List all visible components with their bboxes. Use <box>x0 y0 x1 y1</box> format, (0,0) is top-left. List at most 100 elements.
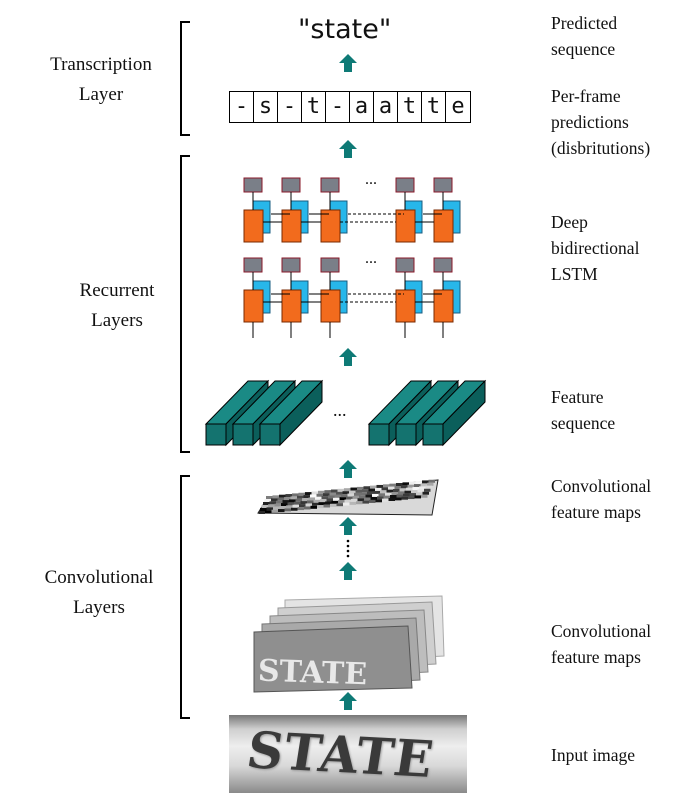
feature-block-front <box>205 423 227 446</box>
feature-map-pixel <box>390 495 397 498</box>
feature-map-pixel <box>357 486 364 490</box>
lstm-forward-cell <box>281 209 302 243</box>
feature-map-pixel <box>299 504 306 508</box>
feature-map-pixel <box>422 491 429 495</box>
feature-map-pixel <box>316 493 323 497</box>
feature-map-pixel <box>351 498 358 502</box>
feature-map-pixel <box>341 494 348 498</box>
feature-map-pixel <box>380 490 387 494</box>
feature-map-pixel <box>274 503 281 507</box>
feature-map-pixel <box>357 498 364 502</box>
flow-arrows <box>339 54 357 710</box>
feature-map-pixel <box>347 493 354 497</box>
feature-map-pixel <box>325 501 332 505</box>
input-image-word: STATE <box>243 720 438 789</box>
feature-map-pixel <box>342 491 349 495</box>
feature-map-pixel <box>349 490 356 494</box>
feature-map-pixel <box>420 483 427 487</box>
feature-map-pixel <box>407 484 414 488</box>
feature-map-pixel <box>323 504 330 508</box>
feature-map-pixel <box>258 511 265 514</box>
feature-map-pixel <box>373 490 380 494</box>
feature-map-pixel <box>359 495 366 499</box>
feature-map-pixel <box>349 501 356 505</box>
arrow-up-icon <box>339 460 357 478</box>
feature-map-pixel <box>388 498 395 501</box>
lstm-forward-cell <box>433 209 454 243</box>
feature-map-pixel <box>383 495 390 499</box>
arrow-up-icon <box>339 517 357 535</box>
feature-map-pixel <box>277 497 284 501</box>
feature-map-pixel <box>312 502 319 506</box>
feature-map-pixel <box>395 497 402 501</box>
feature-map-pixel <box>393 489 400 492</box>
feature-map-pixel <box>304 506 311 510</box>
conv-feature-map-top <box>257 479 439 516</box>
feature-map-pixel <box>336 503 343 507</box>
feature-map-pixel <box>266 507 273 511</box>
lstm-output-node <box>320 257 340 273</box>
feature-map-pixel <box>399 488 406 492</box>
feature-map-pixel <box>300 501 307 505</box>
feature-block-front <box>422 423 444 446</box>
feature-map-pixel <box>260 508 267 511</box>
feature-map-pixel <box>292 504 299 508</box>
feature-map-pixel <box>276 500 283 504</box>
frame-prediction-cell: a <box>374 92 398 122</box>
feature-map-pixel <box>354 492 361 496</box>
feature-map-pixel <box>305 492 312 496</box>
lstm-ellipsis-mid: ... <box>365 250 377 267</box>
feature-map-pixel <box>294 501 301 505</box>
arrow-up-icon <box>339 692 357 710</box>
label-conv-feature-maps-bottom: Convolutional feature maps <box>551 621 652 667</box>
feature-map-pixel <box>389 483 396 487</box>
feature-map-pixel <box>302 498 309 502</box>
feature-map-pixel <box>401 496 408 500</box>
feature-map-pixel <box>375 499 382 503</box>
lstm-forward-cell <box>320 209 341 243</box>
lstm-output-node <box>433 257 453 273</box>
feature-map-pixel <box>315 496 322 500</box>
feature-map-pixel <box>376 484 383 488</box>
feature-map-pixel <box>264 499 271 502</box>
feature-map-pixel <box>360 492 367 496</box>
feature-map-pixel <box>303 495 310 499</box>
label-transcription-layer: Transcription Layer <box>50 54 152 105</box>
feature-map-pixel <box>363 486 370 490</box>
feature-map-pixel <box>308 497 315 501</box>
label-input-image: Input image <box>551 745 636 765</box>
feature-map-pixel <box>416 492 423 496</box>
feature-map-pixel <box>278 509 285 513</box>
label-convolutional-layers: Convolutional Layers <box>44 567 154 618</box>
feature-map-pixel <box>271 509 278 513</box>
frame-prediction-cell: - <box>326 92 350 122</box>
label-predicted-sequence: Predicted sequence <box>551 13 618 59</box>
feature-map-pixel <box>297 495 304 499</box>
feature-map-pixel <box>346 496 353 500</box>
feature-map-pixel <box>323 493 330 497</box>
conv-map-word: STATE <box>257 654 367 693</box>
feature-map-pixel <box>383 484 390 488</box>
feature-map-pixel <box>311 491 318 495</box>
frame-prediction-cell: t <box>422 92 446 122</box>
lstm-forward-cell <box>320 289 341 323</box>
feature-map-pixel <box>281 503 288 507</box>
bracket-convolutional <box>180 475 190 719</box>
feature-map-pixel <box>307 500 314 504</box>
lstm-forward-cell <box>433 289 454 323</box>
feature-map-pixel <box>295 498 302 502</box>
feature-map-pixel <box>310 505 317 509</box>
feature-map-pixel <box>408 496 415 500</box>
frame-prediction-cell: - <box>230 92 254 122</box>
feature-map-pixel <box>402 482 409 486</box>
feature-map-pixel <box>321 496 328 500</box>
feature-map-pixel <box>263 502 270 505</box>
feature-map-pixel <box>401 485 408 489</box>
feature-map-pixel <box>403 493 410 497</box>
feature-map-pixel <box>425 485 432 489</box>
frame-prediction-cell: - <box>278 92 302 122</box>
feature-map-pixel <box>422 480 429 484</box>
label-feature-sequence: Feature sequence <box>551 387 616 433</box>
predicted-sequence-text: "state" <box>298 14 392 45</box>
